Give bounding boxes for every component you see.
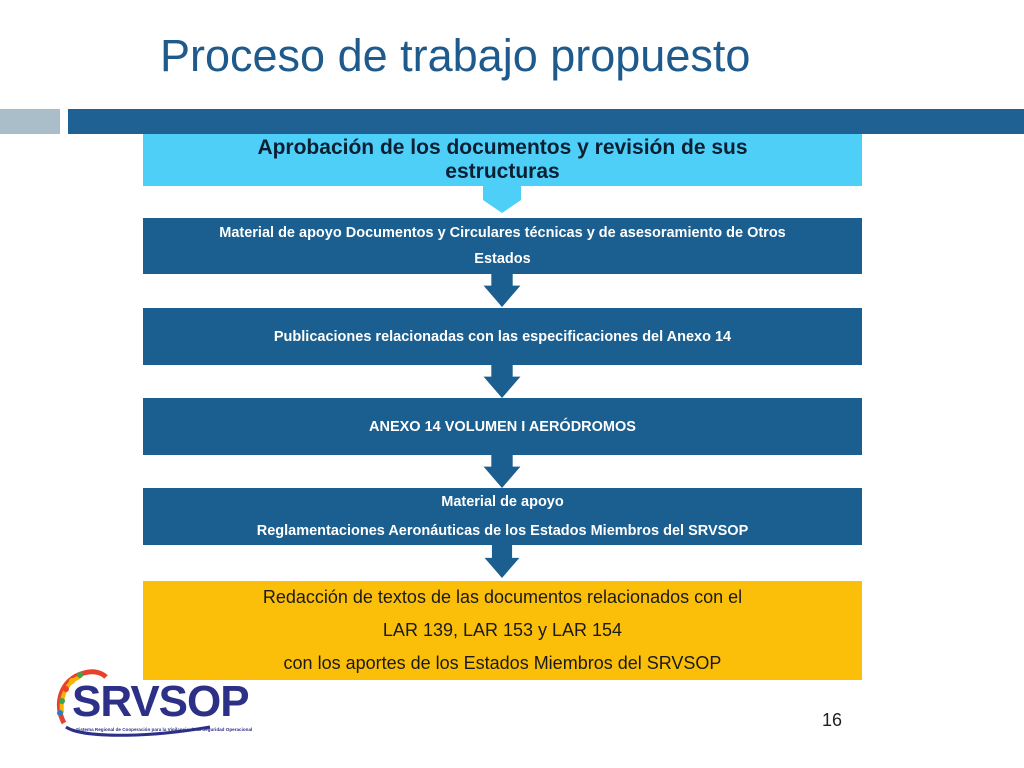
flow-step-text: Estados	[474, 251, 531, 267]
slide-title: Proceso de trabajo propuesto	[160, 30, 751, 81]
flow-step-text: Material de apoyo Documentos y Circulare…	[219, 224, 786, 241]
arrow-up-icon	[483, 365, 521, 398]
header-rule-bar	[68, 109, 1024, 134]
flow-step-text: con los aportes de los Estados Miembros …	[283, 653, 722, 674]
logo-wordmark: SRVSOP	[72, 677, 250, 726]
flow-step-text: Redacción de textos de las documentos re…	[262, 586, 743, 607]
flow-step-text: Aprobación de los documentos y revisión …	[257, 135, 748, 159]
logo-subtitle: Sistema Regional de Cooperación para la …	[76, 727, 253, 732]
flow-step-text: Reglamentaciones Aeronáuticas de los Est…	[256, 522, 749, 539]
arrow-up-icon	[484, 545, 520, 578]
header-rule-accent	[0, 109, 60, 134]
flow-step-regulations: Material de apoyo Reglamentaciones Aeron…	[143, 488, 862, 545]
flow-step-drafting: Redacción de textos de las documentos re…	[143, 581, 862, 680]
srvsop-logo-icon	[56, 669, 211, 737]
page-number: 16	[822, 710, 843, 730]
arrow-up-icon	[483, 186, 521, 213]
flow-step-text: ANEXO 14 VOLUMEN I AERÓDROMOS	[369, 418, 636, 435]
flow-step-support-material: Material de apoyo Documentos y Circulare…	[143, 218, 862, 274]
flow-step-approval: Aprobación de los documentos y revisión …	[143, 134, 862, 186]
flow-step-text: estructuras	[445, 160, 560, 183]
flow-step-text: LAR 139, LAR 153 y LAR 154	[382, 619, 623, 640]
arrow-up-icon	[483, 455, 521, 488]
flow-step-publications: Publicaciones relacionadas con las espec…	[143, 308, 862, 365]
flow-step-annex-14: ANEXO 14 VOLUMEN I AERÓDROMOS	[143, 398, 862, 455]
flow-step-text: Publicaciones relacionadas con las espec…	[273, 328, 732, 345]
flow-step-text: Material de apoyo	[441, 494, 564, 511]
arrow-up-icon	[483, 274, 521, 307]
